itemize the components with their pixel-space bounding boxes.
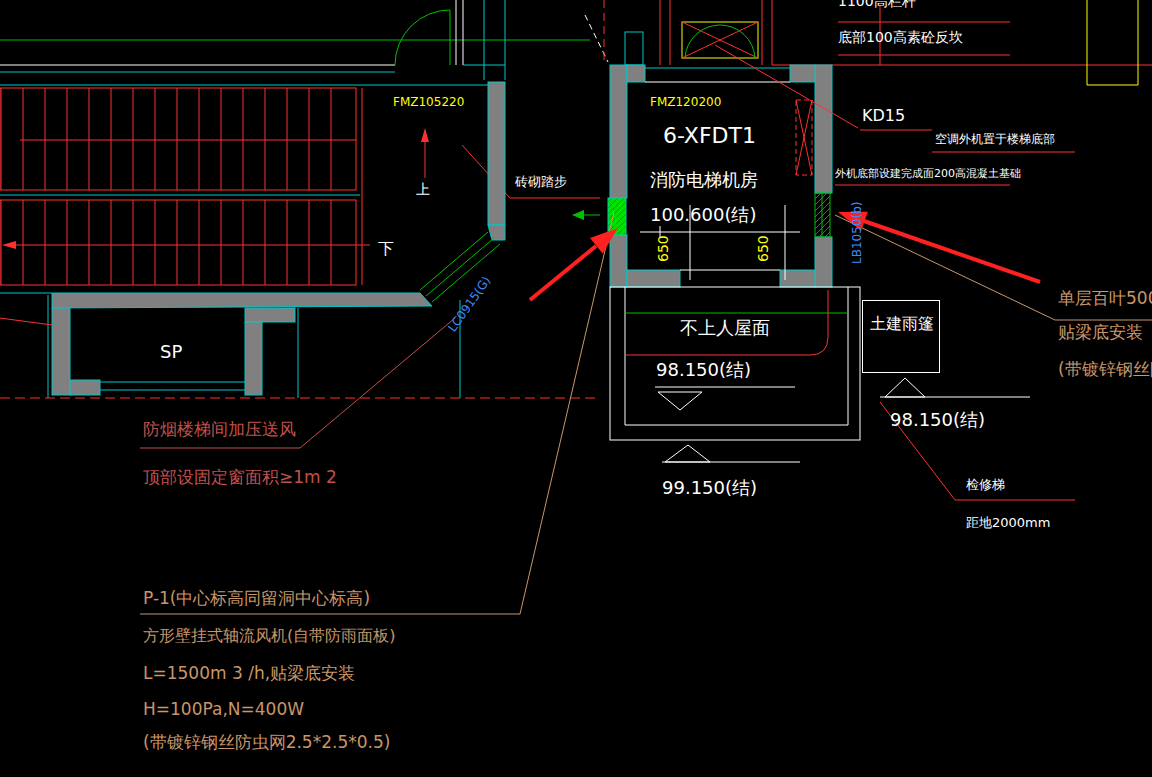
annotation-text: KD15 [862, 107, 905, 125]
annotation-text: 贴梁底安装 [1058, 323, 1143, 342]
room-text: SP [160, 342, 182, 362]
annotation-text: FMZ105220 [393, 96, 464, 109]
room-text: 不上人屋面 [680, 318, 770, 338]
annotation-text: (带镀锌钢丝防虫网2.5*2.5*0.5) [1058, 360, 1152, 379]
annotation-text: 距地2000mm [966, 516, 1050, 530]
annotation-text: (带镀锌钢丝防虫网2.5*2.5*0.5) [143, 733, 390, 752]
room-box: 土建雨篷 [862, 300, 940, 373]
annotation-text: 防烟楼梯间加压送风 [143, 420, 296, 439]
room-text: 6-XFDT1 [663, 124, 756, 148]
annotation-text: 下 [378, 240, 394, 258]
room-text: 消防电梯机房 [650, 170, 758, 190]
room-box: SP [70, 322, 245, 380]
annotation-text: 空调外机置于楼梯底部 [935, 133, 1055, 146]
annotation-text: L=1500m 3 /h,贴梁底安装 [143, 664, 355, 683]
annotation-text: 650 [656, 235, 671, 262]
room-text: FMZ120200 [650, 96, 721, 109]
annotation-text: LB1050(b) [851, 202, 864, 264]
room-text: 100.600(结) [650, 205, 756, 225]
annotation-text: 检修梯 [966, 478, 1005, 492]
annotation-text: 1100高栏杆 [838, 0, 916, 9]
room-box: 不上人屋面 98.150(结) [626, 290, 847, 424]
annotation-text: 底部100高素砼反坎 [838, 30, 963, 45]
annotation-text: P-1(中心标高同留洞中心标高) [143, 589, 370, 608]
annotation-text: 单层百叶500x400 [1058, 289, 1152, 308]
annotation-text: 顶部设固定窗面积≥1m 2 [143, 468, 337, 487]
annotation-text: H=100Pa,N=400W [143, 700, 304, 719]
annotation-text: 外机底部设建完成面200高混凝土基础 [835, 168, 1021, 180]
annotation-text: 砖砌踏步 [515, 175, 567, 189]
annotation-text: 上 [416, 182, 430, 197]
room-text: 98.150(结) [656, 360, 751, 380]
annotation-text: 650 [756, 235, 771, 262]
annotation-text: 98.150(结) [890, 410, 985, 430]
annotation-text: 方形壁挂式轴流风机(自带防雨面板) [143, 627, 395, 645]
annotation-text: 99.150(结) [662, 478, 757, 498]
room-text: 土建雨篷 [870, 315, 934, 333]
